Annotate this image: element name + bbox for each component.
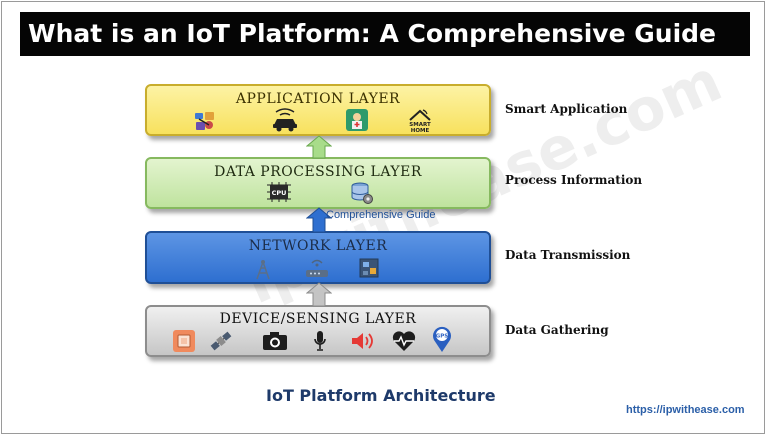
application-layer: APPLICATION LAYER S	[145, 84, 491, 136]
cell-tower-icon	[253, 258, 273, 280]
source-url: https://ipwithease.com	[626, 404, 745, 416]
connected-car-icon	[271, 108, 299, 132]
data-processing-layer: DATA PROCESSING LAYER CPU	[145, 157, 491, 209]
network-layer: NETWORK LAYER	[145, 231, 491, 284]
page-title: What is an IoT Platform: A Comprehensive…	[20, 12, 750, 56]
sensor-chip-icon	[172, 329, 196, 353]
cpu-text: CPU	[272, 189, 287, 197]
database-gear-icon	[350, 181, 374, 205]
smart-health-icon	[345, 108, 369, 132]
diagram-caption: IoT Platform Architecture	[266, 386, 496, 405]
label-data-transmission: Data Transmission	[505, 248, 631, 262]
gps-text: GPS	[436, 333, 449, 339]
router-icon	[304, 256, 330, 280]
smart-home-icon: SMART HOME	[407, 108, 433, 134]
label-data-gathering: Data Gathering	[505, 323, 609, 337]
heart-rate-icon	[391, 330, 417, 352]
network-board-icon	[358, 257, 380, 279]
arrow-device-to-network	[306, 282, 332, 307]
label-process-information: Process Information	[505, 173, 643, 187]
label-smart-application: Smart Application	[505, 102, 628, 116]
device-sensing-layer-title: DEVICE/SENSING LAYER	[219, 311, 417, 327]
camera-icon	[262, 331, 288, 351]
overlay-text: Comprehensive Guide	[326, 209, 436, 221]
microphone-icon	[313, 330, 327, 352]
network-layer-title: NETWORK LAYER	[248, 238, 388, 254]
smart-home-text-line2: HOME	[411, 128, 430, 134]
data-processing-layer-title: DATA PROCESSING LAYER	[214, 164, 422, 180]
application-layer-title: APPLICATION LAYER	[235, 91, 401, 107]
gps-pin-icon: GPS	[431, 325, 453, 353]
device-sensing-layer: DEVICE/SENSING LAYER	[145, 305, 491, 357]
speaker-icon	[350, 331, 376, 351]
satellite-icon	[209, 329, 233, 353]
smart-home-text-line1: SMART	[409, 122, 431, 128]
robot-arm-icon	[194, 110, 216, 132]
arrow-processing-to-application	[306, 135, 332, 159]
cpu-chip-icon: CPU	[264, 181, 294, 203]
arrow-network-to-processing	[306, 207, 332, 233]
